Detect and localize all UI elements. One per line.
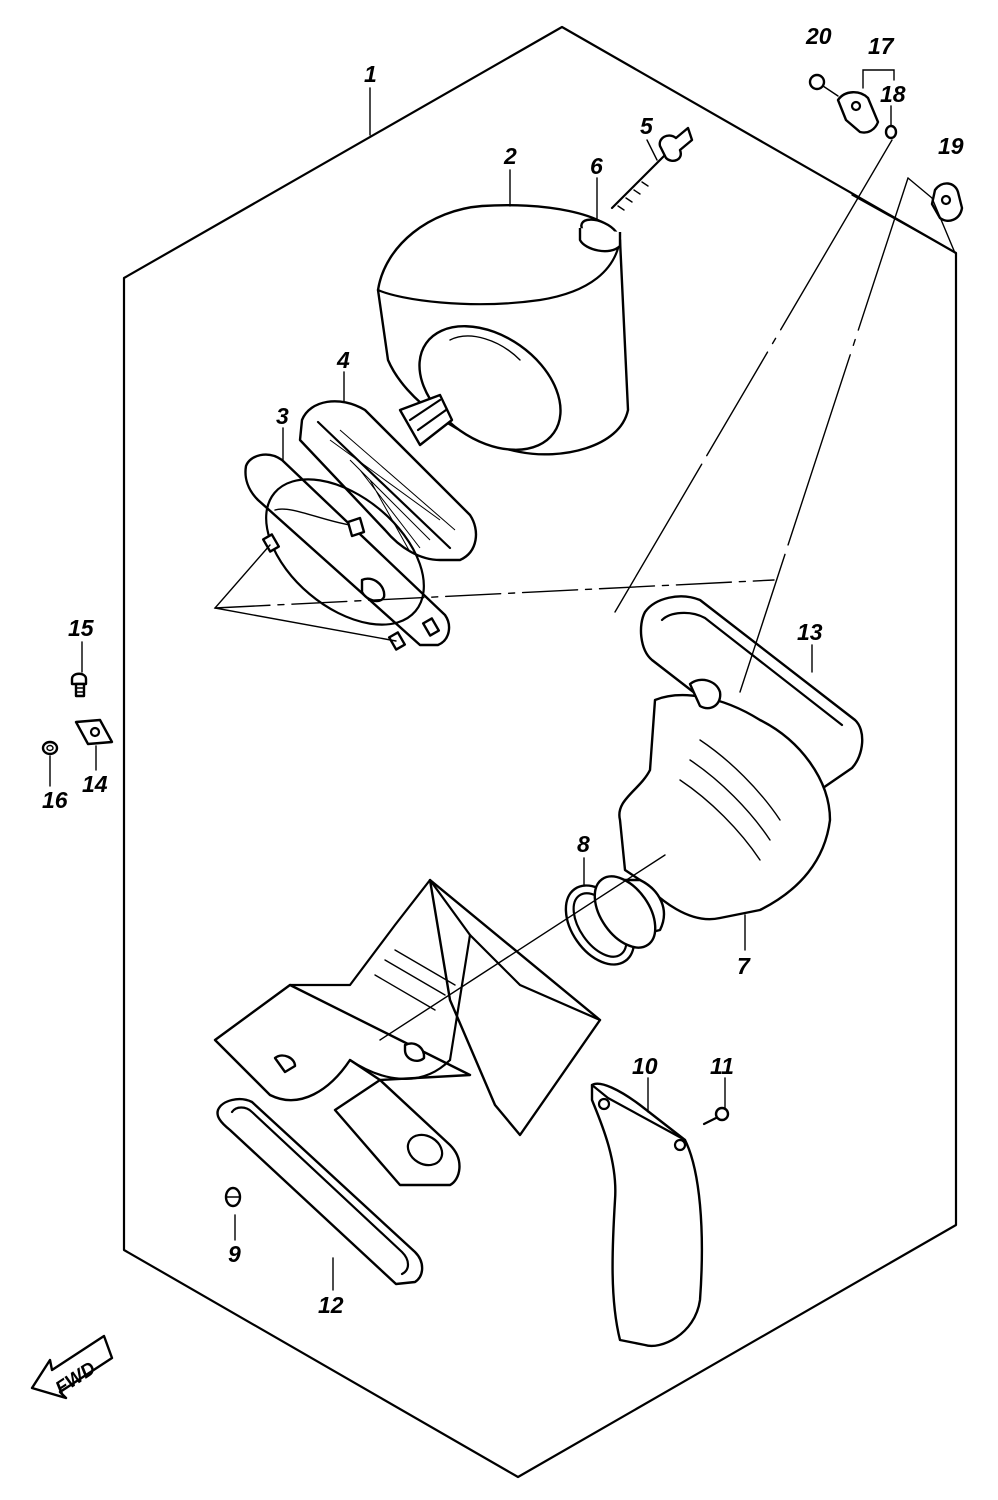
fwd-arrow-icon: FWD <box>30 1334 114 1399</box>
label-part-10: 10 <box>632 1053 658 1079</box>
label-part-12: 12 <box>318 1292 344 1318</box>
label-part-13: 13 <box>797 619 823 645</box>
cover-10 <box>590 1082 704 1348</box>
filter-element-2 <box>376 203 630 456</box>
leader-outline-to-19 <box>851 194 957 254</box>
leader-5 <box>646 139 658 161</box>
label-part-11: 11 <box>710 1053 734 1079</box>
label-part-18: 18 <box>880 81 906 107</box>
leader-air-box-up <box>379 854 666 1041</box>
clip-14 <box>74 718 114 746</box>
label-part-8: 8 <box>577 831 590 857</box>
label-part-14: 14 <box>82 771 108 797</box>
label-part-7: 7 <box>737 953 751 979</box>
bracket-17 <box>836 91 880 134</box>
label-part-19: 19 <box>938 133 964 159</box>
washer-18 <box>884 124 898 140</box>
label-part-3: 3 <box>276 403 289 429</box>
label-part-4: 4 <box>336 347 350 373</box>
nut-16 <box>41 740 59 756</box>
label-part-17: 17 <box>868 33 895 59</box>
leader-19 <box>907 177 956 254</box>
leader-19-to-housing <box>739 177 909 693</box>
filter-cage-4 <box>298 393 478 562</box>
grommet-9 <box>224 1186 242 1208</box>
air-box-lower <box>213 878 602 1187</box>
label-part-5: 5 <box>640 113 654 139</box>
bolt-20 <box>808 73 839 97</box>
label-part-20: 20 <box>805 23 832 49</box>
clamp-8 <box>564 875 657 966</box>
label-part-2: 2 <box>503 143 517 169</box>
label-part-15: 15 <box>68 615 95 641</box>
bolt-15 <box>70 672 88 698</box>
label-part-1: 1 <box>364 61 377 87</box>
leader-17 <box>862 69 895 89</box>
gasket-12 <box>216 1098 424 1286</box>
leader-17-to-housing <box>614 139 893 613</box>
assembly-outline <box>122 25 958 1479</box>
label-part-9: 9 <box>228 1241 241 1267</box>
screw-11 <box>702 1106 730 1126</box>
air-box-housing-13 <box>639 595 864 792</box>
assembly-dash-line <box>214 579 775 609</box>
wing-bolt-5 <box>610 126 694 211</box>
label-part-16: 16 <box>42 787 68 813</box>
collar-6 <box>578 218 622 253</box>
filter-base-3 <box>244 453 451 651</box>
plate-19 <box>930 182 964 222</box>
label-part-6: 6 <box>590 153 603 179</box>
